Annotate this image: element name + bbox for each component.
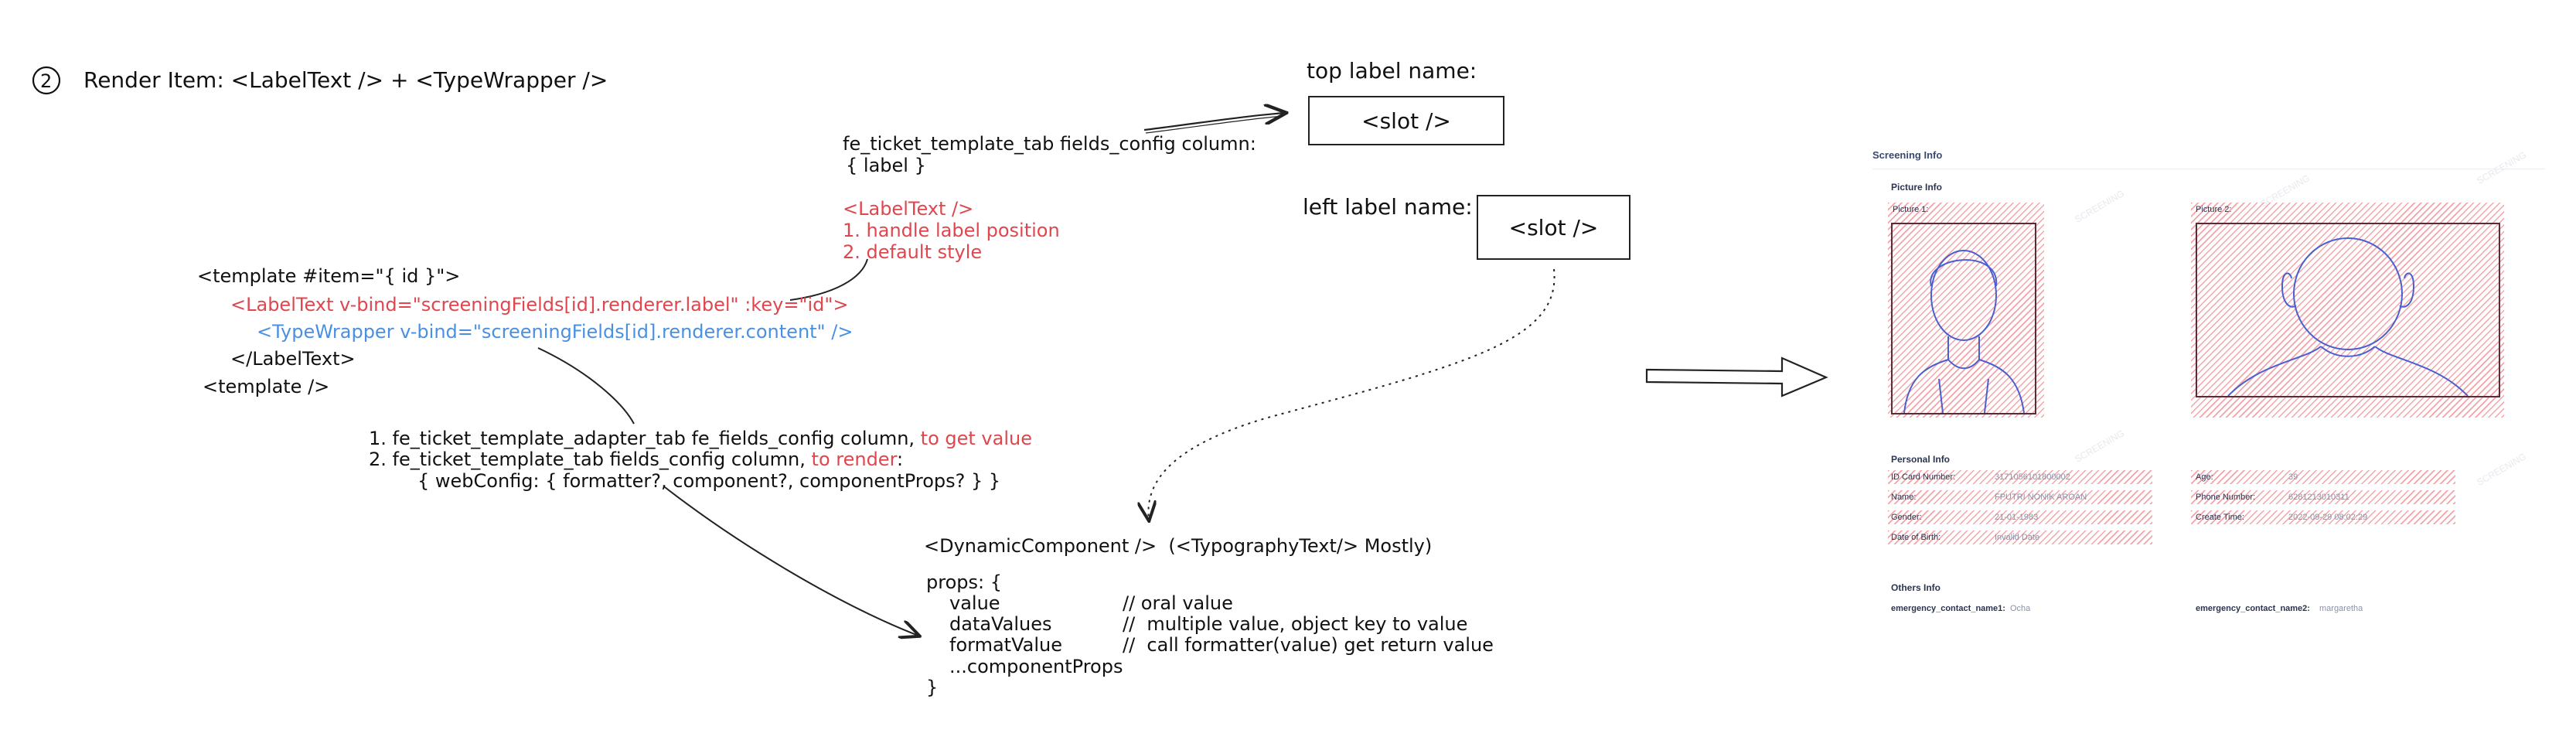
field-label: emergency_contact_name2:: [2196, 604, 2310, 613]
field-value: Invalid Date: [1995, 533, 2040, 542]
field-value: 6281213010311: [2288, 493, 2349, 502]
field-hatch: [2191, 490, 2455, 504]
field-hatch: [2191, 470, 2455, 484]
config-line1-text: 1. fe_ticket_template_adapter_tab fe_fie…: [369, 428, 921, 449]
field-value: Ocha: [2010, 604, 2031, 613]
field-label: ID Card Number:: [1891, 472, 1956, 482]
config-line1-red: to get value: [920, 428, 1032, 449]
field-label: Create Time:: [2196, 513, 2244, 522]
dotted-arrow-slot: [1148, 268, 1555, 520]
prop-key: value: [949, 592, 1000, 614]
field-value: margaretha: [2319, 604, 2363, 613]
config-line2-red: to render: [811, 449, 898, 470]
field-label: Date of Birth:: [1891, 533, 1941, 542]
prop-comment: // oral value: [1123, 592, 1233, 614]
section-title: Screening Info: [1872, 149, 1943, 161]
field-value: 2022-09-29 08:02:29: [2288, 513, 2368, 522]
screening-info-screenshot: SCREENING SCREENING SCREENING SCREENING …: [1840, 131, 2551, 626]
avatar-icon: [2227, 237, 2469, 397]
arrow-typewrapper: [537, 347, 635, 425]
picture1-label: Picture 1:: [1893, 205, 1929, 214]
field-value: 39: [2288, 472, 2298, 482]
template-open: <template #item="{ id }">: [197, 265, 461, 287]
field-hatch: [2191, 510, 2455, 524]
dynamic-component-title: <DynamicComponent /> (<TypographyText/> …: [924, 535, 1433, 557]
labeltext-note-item2: 2. default style: [843, 241, 983, 263]
others-info-title: Others Info: [1891, 582, 1941, 593]
field-label: Gender:: [1891, 513, 1922, 522]
field-label: Name:: [1891, 493, 1917, 502]
top-slot-text: <slot />: [1361, 107, 1451, 134]
labeltext-note-title: <LabelText />: [843, 198, 974, 220]
prop-key: formatValue: [949, 634, 1062, 656]
template-close: <template />: [203, 376, 330, 397]
prop-key: dataValues: [949, 613, 1052, 635]
config-note-line2: 2. fe_ticket_template_tab fields_config …: [369, 450, 903, 469]
field-value: 21-01-1983: [1995, 513, 2039, 522]
field-label: emergency_contact_name1:: [1891, 604, 2005, 613]
big-arrow-icon: [1645, 356, 1828, 397]
config-note-line3: { webConfig: { formatter?, component?, c…: [417, 470, 1001, 492]
left-slot-text: <slot />: [1508, 214, 1599, 240]
field-value: 3171056101800002: [1995, 472, 2070, 482]
field-hatch: [1888, 510, 2152, 524]
field-hatch: [1888, 530, 2152, 544]
labeltext-note-item1: 1. handle label position: [843, 220, 1060, 241]
personal-info-title: Personal Info: [1891, 454, 1951, 465]
picture1-frame: [1891, 223, 2036, 414]
left-label-caption: left label name:: [1303, 194, 1473, 220]
props-close: }: [926, 677, 939, 698]
arrow-to-top-label: [1143, 113, 1285, 131]
prop-comment: // multiple value, object key to value: [1123, 613, 1468, 635]
step-number: 2: [40, 70, 53, 92]
left-label-slot: <slot />: [1477, 195, 1630, 260]
fields-config-note: fe_ticket_template_tab fields_config col…: [843, 133, 1256, 155]
top-label-slot: <slot />: [1308, 96, 1504, 145]
prop-comment: // call formatter(value) get return valu…: [1123, 634, 1494, 656]
avatar-icon: [1903, 250, 2025, 414]
fields-config-label: { label }: [846, 155, 926, 176]
field-label: Age:: [2196, 472, 2213, 482]
picture2-frame: [2196, 223, 2500, 397]
config-line2-text: 2. fe_ticket_template_tab fields_config …: [369, 449, 812, 470]
props-spread: ...componentProps: [949, 656, 1123, 677]
config-line2-suffix: :: [897, 449, 904, 470]
labeltext-tag: <LabelText v-bind="screeningFields[id].r…: [230, 294, 849, 316]
picture-info-title: Picture Info: [1891, 182, 1943, 193]
field-label: Phone Number:: [2196, 493, 2256, 502]
field-value: FPUTRI NONIK AROAN: [1995, 493, 2087, 502]
page-heading: Render Item: <LabelText /> + <TypeWrappe…: [83, 67, 608, 93]
step-circle: [32, 66, 61, 95]
arrow-to-props: [664, 486, 918, 636]
config-note-line1: 1. fe_ticket_template_adapter_tab fe_fie…: [369, 429, 1032, 448]
field-hatch: [1888, 470, 2152, 484]
picture2-label: Picture 2:: [2196, 205, 2232, 214]
typewrapper-tag: <TypeWrapper v-bind="screeningFields[id]…: [257, 321, 854, 343]
arrow-labeltext: [789, 258, 868, 301]
labeltext-close: </LabelText>: [230, 348, 356, 370]
props-open: props: {: [926, 571, 1002, 593]
top-label-caption: top label name:: [1307, 58, 1477, 84]
field-hatch: [1888, 490, 2152, 504]
